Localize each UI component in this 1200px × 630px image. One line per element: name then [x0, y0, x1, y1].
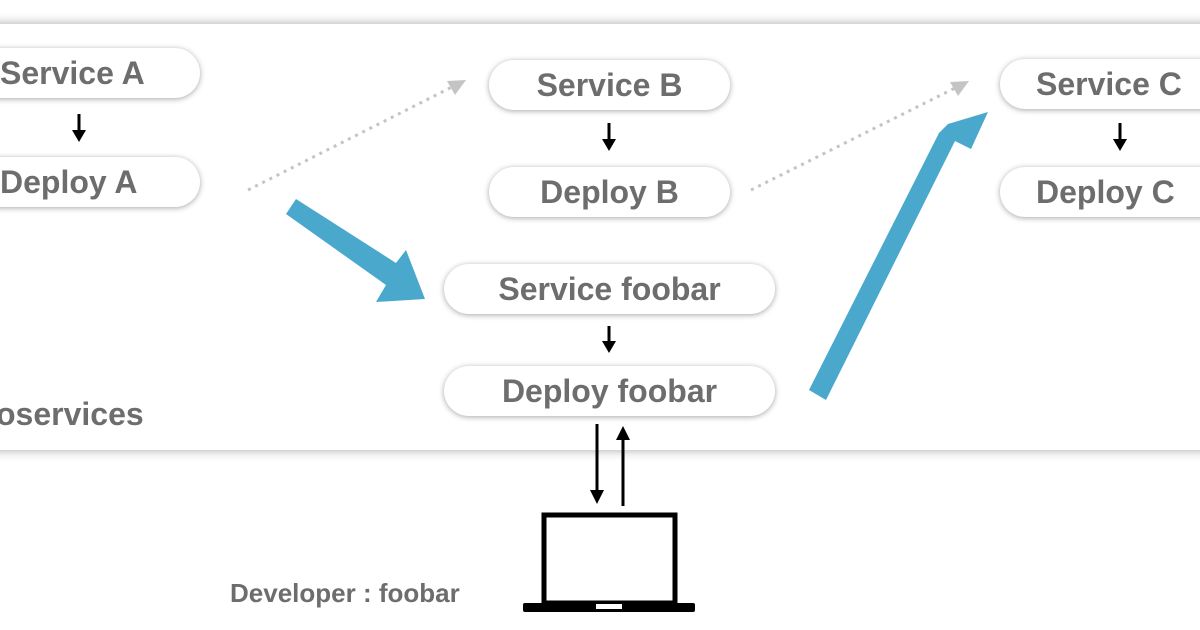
node-service-a-label: Service A — [0, 54, 145, 91]
node-deploy-c: Deploy C — [1000, 167, 1200, 217]
node-deploy-a: Deploy A — [0, 157, 200, 207]
node-deploy-c-label: Deploy C — [1036, 173, 1175, 210]
microservices-group-label: oservices — [0, 396, 144, 432]
laptop-icon — [523, 512, 695, 612]
developer-label: Developer : foobar — [230, 578, 460, 608]
node-service-b-label: Service B — [536, 66, 683, 103]
node-service-c: Service C — [1000, 59, 1200, 109]
node-service-foobar: Service foobar — [444, 264, 775, 314]
node-deploy-foobar: Deploy foobar — [444, 366, 775, 416]
node-service-c-label: Service C — [1036, 65, 1182, 102]
node-deploy-b: Deploy B — [489, 167, 730, 217]
node-deploy-foobar-label: Deploy foobar — [501, 372, 718, 409]
node-deploy-a-label: Deploy A — [0, 163, 138, 200]
node-service-b: Service B — [489, 60, 730, 110]
node-service-foobar-label: Service foobar — [498, 270, 721, 307]
node-deploy-b-label: Deploy B — [540, 173, 679, 210]
node-service-a: Service A — [0, 48, 200, 98]
